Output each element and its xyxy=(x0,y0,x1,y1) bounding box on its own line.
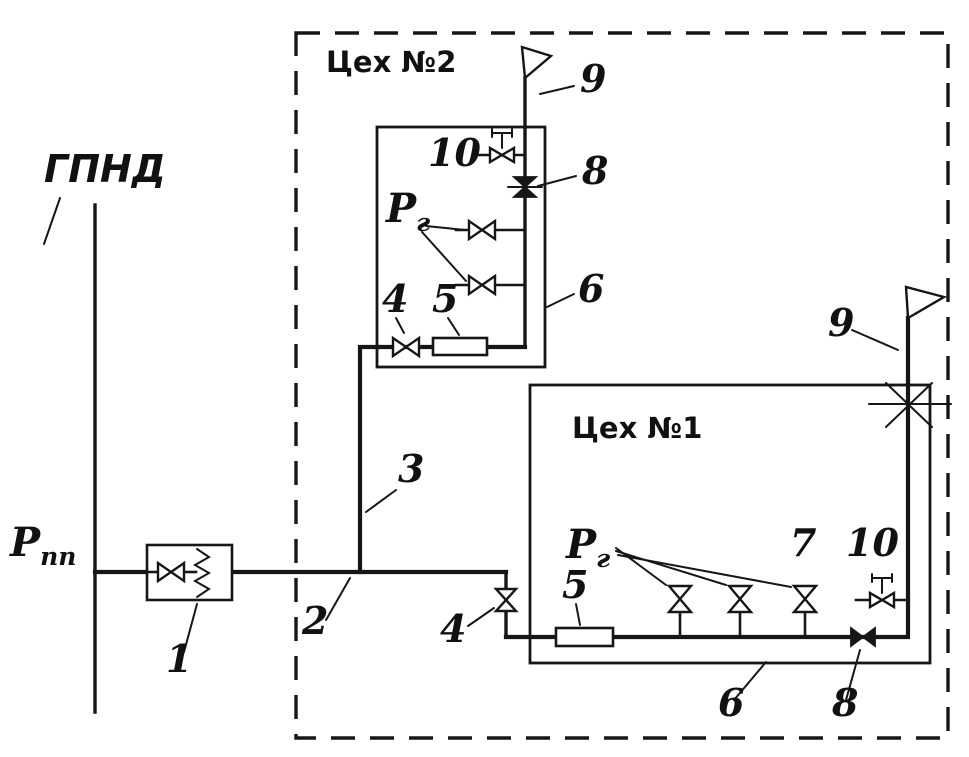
purge-valve-8-shop1-icon xyxy=(850,626,876,648)
inlet-pressure-letter: Р xyxy=(9,519,42,566)
callout-5-shop2-leader xyxy=(447,317,460,336)
leader-lines xyxy=(43,85,899,701)
gpnd-leader xyxy=(43,197,61,245)
gas-pressure-label-shop1: Рг xyxy=(565,521,610,573)
callout-4-shop1: 4 xyxy=(440,606,466,651)
burner-valve-1-shop1-icon xyxy=(666,584,694,614)
gas-meter-5-shop2 xyxy=(431,336,489,357)
burner-valve-lower-shop2-icon xyxy=(467,273,497,297)
burner-valve-2-shop1-icon xyxy=(726,584,754,614)
pg-shop1-leader-c xyxy=(617,554,792,588)
shutoff-valve-4-shop1-icon xyxy=(493,587,519,613)
shop1-collector-pipe xyxy=(503,315,911,640)
regulator-valve-icon xyxy=(156,560,186,584)
gas-pressure-letter: Р xyxy=(385,185,418,232)
callout-5-shop2: 5 xyxy=(432,276,458,321)
workshop1-title: Цех №1 xyxy=(572,411,702,445)
cock-handle-icon xyxy=(491,128,513,138)
workshop2-title: Цех №2 xyxy=(326,45,456,79)
callout-6-shop2: 6 xyxy=(578,266,604,311)
burner-valve-upper-shop2-icon xyxy=(467,218,497,242)
purge-cock-10-shop2 xyxy=(488,128,516,165)
workshop1-building xyxy=(528,383,932,665)
text-labels: ГПНД Рпп Цех №2 Цех №1 Рг Рг 1 2 3 4 5 6… xyxy=(9,45,899,725)
gas-pressure-letter: Р xyxy=(565,521,598,568)
workshop2-building xyxy=(375,125,547,369)
purge-cock-10-shop1 xyxy=(868,573,896,610)
callout-1-leader xyxy=(183,603,198,653)
callout-8-shop1-leader xyxy=(845,649,861,701)
gas-pressure-subscript: г xyxy=(596,544,610,573)
gas-meter-5-shop1 xyxy=(554,626,615,648)
pressure-regulator-unit xyxy=(145,543,234,602)
callout-8-shop1: 8 xyxy=(831,680,858,725)
callout-7-shop1: 7 xyxy=(790,520,816,565)
vent-pennant-icon xyxy=(520,45,554,81)
pg-shop1-leader-b xyxy=(615,550,727,586)
shop2-branch-pipe xyxy=(357,344,381,575)
factory-boundary-fence xyxy=(294,31,950,740)
purge-valve-8-shop2 xyxy=(507,176,543,198)
callout-10-shop1: 10 xyxy=(846,520,899,565)
callout-2-leader xyxy=(325,577,351,621)
callout-9-shop2-leader xyxy=(539,85,575,95)
vent-pennant-icon xyxy=(904,285,948,321)
callout-9-shop2: 9 xyxy=(580,56,606,101)
callout-4-shop2: 4 xyxy=(382,276,408,321)
vent-flag-shop2 xyxy=(520,45,554,81)
callout-6-shop1: 6 xyxy=(718,680,744,725)
callout-9-shop1-leader xyxy=(851,329,899,351)
inlet-pressure-subscript: пп xyxy=(40,542,76,571)
callout-10-shop2: 10 xyxy=(428,130,481,175)
cock-handle-icon xyxy=(871,573,893,583)
workshop2-equipment xyxy=(391,45,554,359)
flame-arrester-icon xyxy=(868,382,952,428)
callout-5-shop1-leader xyxy=(575,603,581,626)
cock-body-icon xyxy=(488,145,516,165)
pg-shop2-leader-b xyxy=(421,231,467,282)
callout-1: 1 xyxy=(166,636,192,681)
callout-4-shop2-leader xyxy=(395,317,405,334)
callout-6-shop1-leader xyxy=(733,661,767,701)
callout-3-leader xyxy=(365,489,397,513)
inlet-pressure-label: Рпп xyxy=(9,519,76,571)
shutoff-valve-4-shop2-icon xyxy=(391,335,421,359)
pg-shop2-leader-a xyxy=(425,225,466,231)
callout-5-shop1: 5 xyxy=(562,562,588,607)
callout-2: 2 xyxy=(301,598,328,643)
callout-3: 3 xyxy=(398,446,424,491)
arrester-stroke-d2 xyxy=(885,382,933,428)
gas-pressure-subscript: г xyxy=(416,208,430,237)
piping xyxy=(92,76,911,714)
burner-valve-7-shop1-icon xyxy=(791,584,819,614)
supply-main-label: ГПНД xyxy=(44,147,166,191)
vent-flag-shop1 xyxy=(904,285,948,321)
callout-8-shop2-leader xyxy=(537,175,577,187)
callout-4-shop1-leader xyxy=(467,607,495,627)
callout-8-shop2: 8 xyxy=(581,148,608,193)
callout-9-shop1: 9 xyxy=(828,300,854,345)
regulator-spring-icon xyxy=(192,548,212,598)
callout-6-shop2-leader xyxy=(546,293,575,308)
gas-pressure-label-shop2: Рг xyxy=(385,185,430,237)
cock-body-icon xyxy=(868,590,896,610)
workshop1-equipment xyxy=(493,285,952,648)
